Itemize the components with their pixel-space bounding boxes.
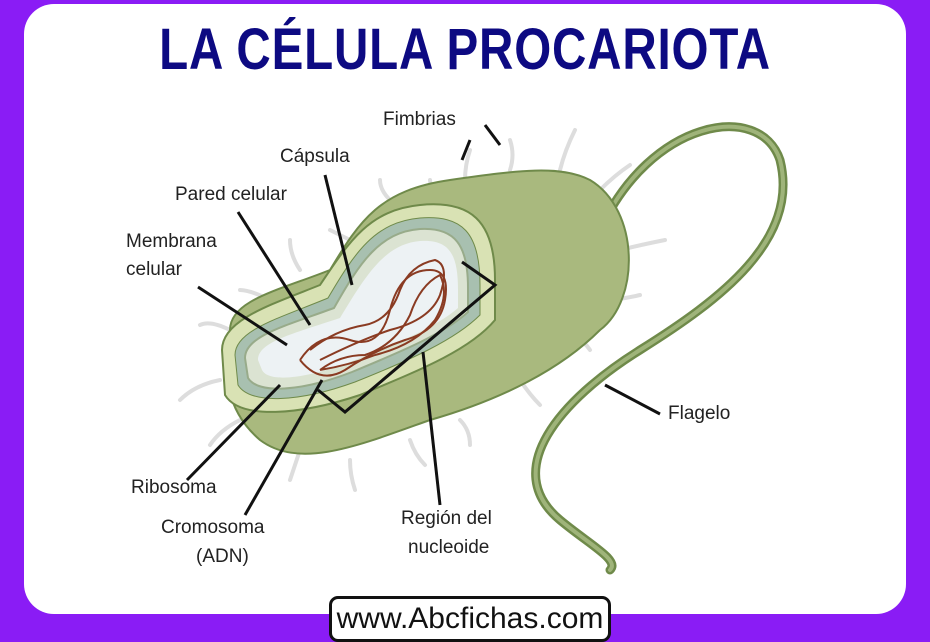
label-flagelo: Flagelo (668, 403, 731, 424)
watermark-website: www.Abcfichas.com (329, 596, 611, 642)
chromosome-dna (299, 258, 447, 377)
label-region-line1: Región del (401, 508, 492, 529)
label-capsula: Cápsula (280, 146, 350, 167)
label-cromosoma-line2: (ADN) (196, 546, 249, 567)
fimbriae (178, 128, 667, 492)
prokaryote-cell-illustration (178, 122, 788, 575)
label-region-line2: nucleoide (408, 537, 490, 558)
flagellum-highlight (533, 124, 786, 572)
label-ribosoma: Ribosoma (131, 477, 217, 498)
label-membrana-line2: celular (126, 259, 182, 280)
label-pared-celular: Pared celular (175, 184, 287, 205)
leader-lines (185, 124, 661, 516)
page-title: LA CÉLULA PROCARIOTA (159, 17, 771, 82)
label-cromosoma-line1: Cromosoma (161, 517, 265, 538)
label-fimbrias: Fimbrias (383, 109, 456, 130)
label-membrana-line1: Membrana (126, 231, 217, 252)
